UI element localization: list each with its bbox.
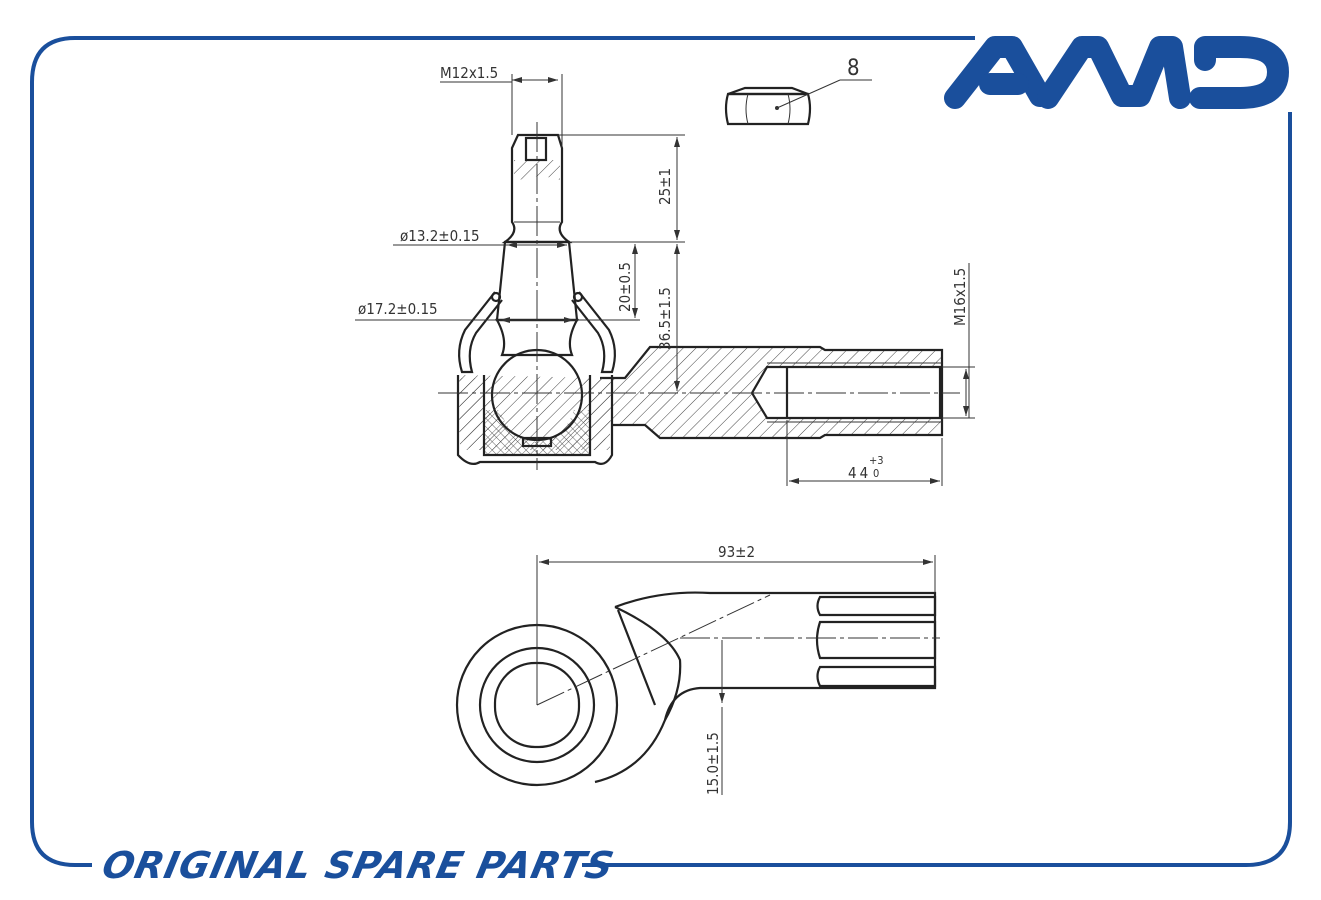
dim-thread-depth: 44 — [848, 464, 871, 482]
frame-border — [30, 36, 1292, 867]
dim-thread-depth-tol-upper: +3 — [869, 454, 884, 467]
dim-offset: 15.0±1.5 — [704, 732, 722, 795]
dim-stud-thread: M12x1.5 — [440, 64, 498, 82]
dim-stud-height: 36.5±1.5 — [656, 287, 674, 350]
dim-diameter-small: ø13.2±0.15 — [400, 227, 480, 245]
top-view — [455, 555, 940, 795]
dim-inner-thread: M16x1.5 — [951, 268, 969, 326]
dim-overall-length: 93±2 — [718, 543, 755, 561]
dim-taper-length: 20±0.5 — [616, 262, 634, 312]
part-callout: 8 — [847, 56, 860, 81]
side-section-view — [438, 122, 960, 470]
dim-stud-length: 25±1 — [656, 168, 674, 205]
dim-diameter-large: ø17.2±0.15 — [358, 300, 438, 318]
dim-thread-depth-tol-lower: 0 — [873, 467, 879, 480]
amd-logo — [944, 36, 1289, 109]
lock-nut — [724, 79, 872, 126]
slogan: ORIGINAL SPARE PARTS — [98, 843, 618, 887]
dimension-lines — [355, 74, 975, 486]
